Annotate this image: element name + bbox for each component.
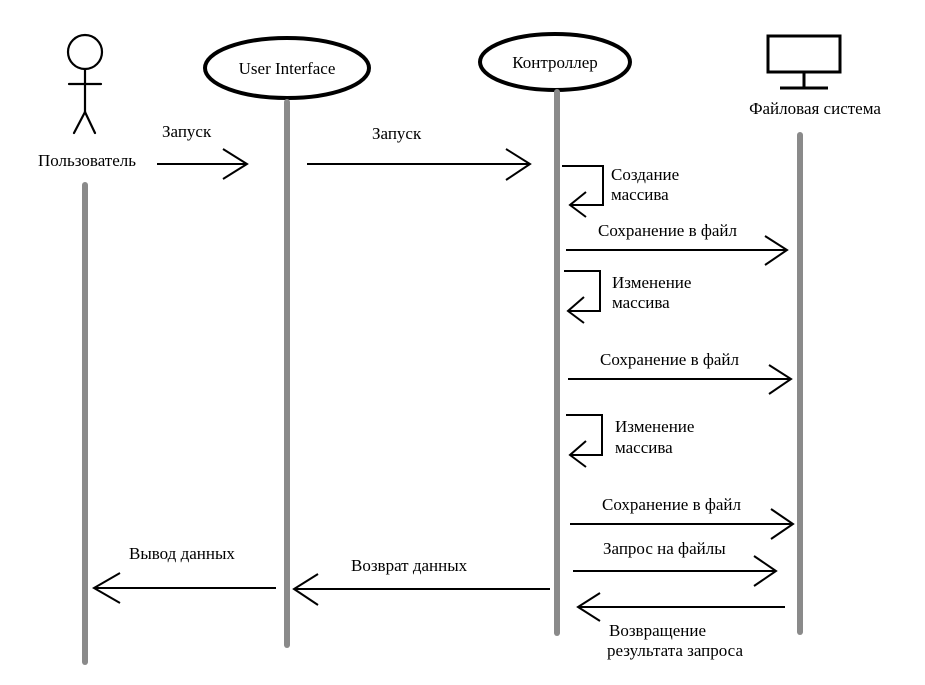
participant-label-fs: Файловая система — [749, 99, 881, 118]
message-label-3a: Создание — [611, 165, 679, 184]
message-label-5a: Изменение — [612, 273, 691, 292]
participant-label-user: Пользователь — [38, 151, 136, 170]
participant-ui: User Interface — [203, 36, 371, 100]
participant-label-controller: Контроллер — [512, 53, 598, 72]
participant-label-ui: User Interface — [239, 59, 336, 78]
message-arrow-4 — [566, 235, 789, 266]
message-label-7a: Изменение — [615, 417, 694, 436]
message-label-10b: результата запроса — [607, 641, 743, 660]
message-arrow-12 — [91, 572, 276, 604]
message-arrow-5 — [564, 270, 601, 324]
message-arrow-7 — [566, 414, 603, 468]
message-label-2: Запуск — [372, 124, 422, 143]
participant-fs: Файловая система — [749, 34, 881, 118]
message-label-1: Запуск — [162, 122, 212, 141]
message-label-9: Запрос на файлы — [603, 539, 726, 558]
message-arrow-11 — [292, 573, 550, 606]
monitor-icon — [766, 34, 842, 90]
message-label-4: Сохранение в файл — [598, 221, 738, 240]
message-label-3b: массива — [611, 185, 669, 204]
message-arrow-10 — [576, 592, 785, 622]
message-arrow-3 — [562, 165, 604, 218]
participant-oval — [203, 36, 371, 100]
message-label-5b: массива — [612, 293, 670, 312]
message-label-11: Возврат данных — [351, 556, 468, 575]
message-label-7b: массива — [615, 438, 673, 457]
message-arrow-2 — [307, 148, 532, 181]
message-arrow-1 — [157, 148, 249, 180]
message-arrow-6 — [568, 364, 793, 395]
message-arrow-9 — [573, 555, 778, 587]
message-label-12: Вывод данных — [129, 544, 235, 563]
message-label-6: Сохранение в файл — [600, 350, 740, 369]
participant-controller: Контроллер — [478, 32, 632, 92]
actor-stick-figure-icon — [66, 33, 104, 135]
actor-user: Пользователь — [38, 33, 136, 170]
message-label-8: Сохранение в файл — [602, 495, 742, 514]
message-label-10a: Возвращение — [609, 621, 706, 640]
message-arrow-8 — [570, 508, 795, 540]
